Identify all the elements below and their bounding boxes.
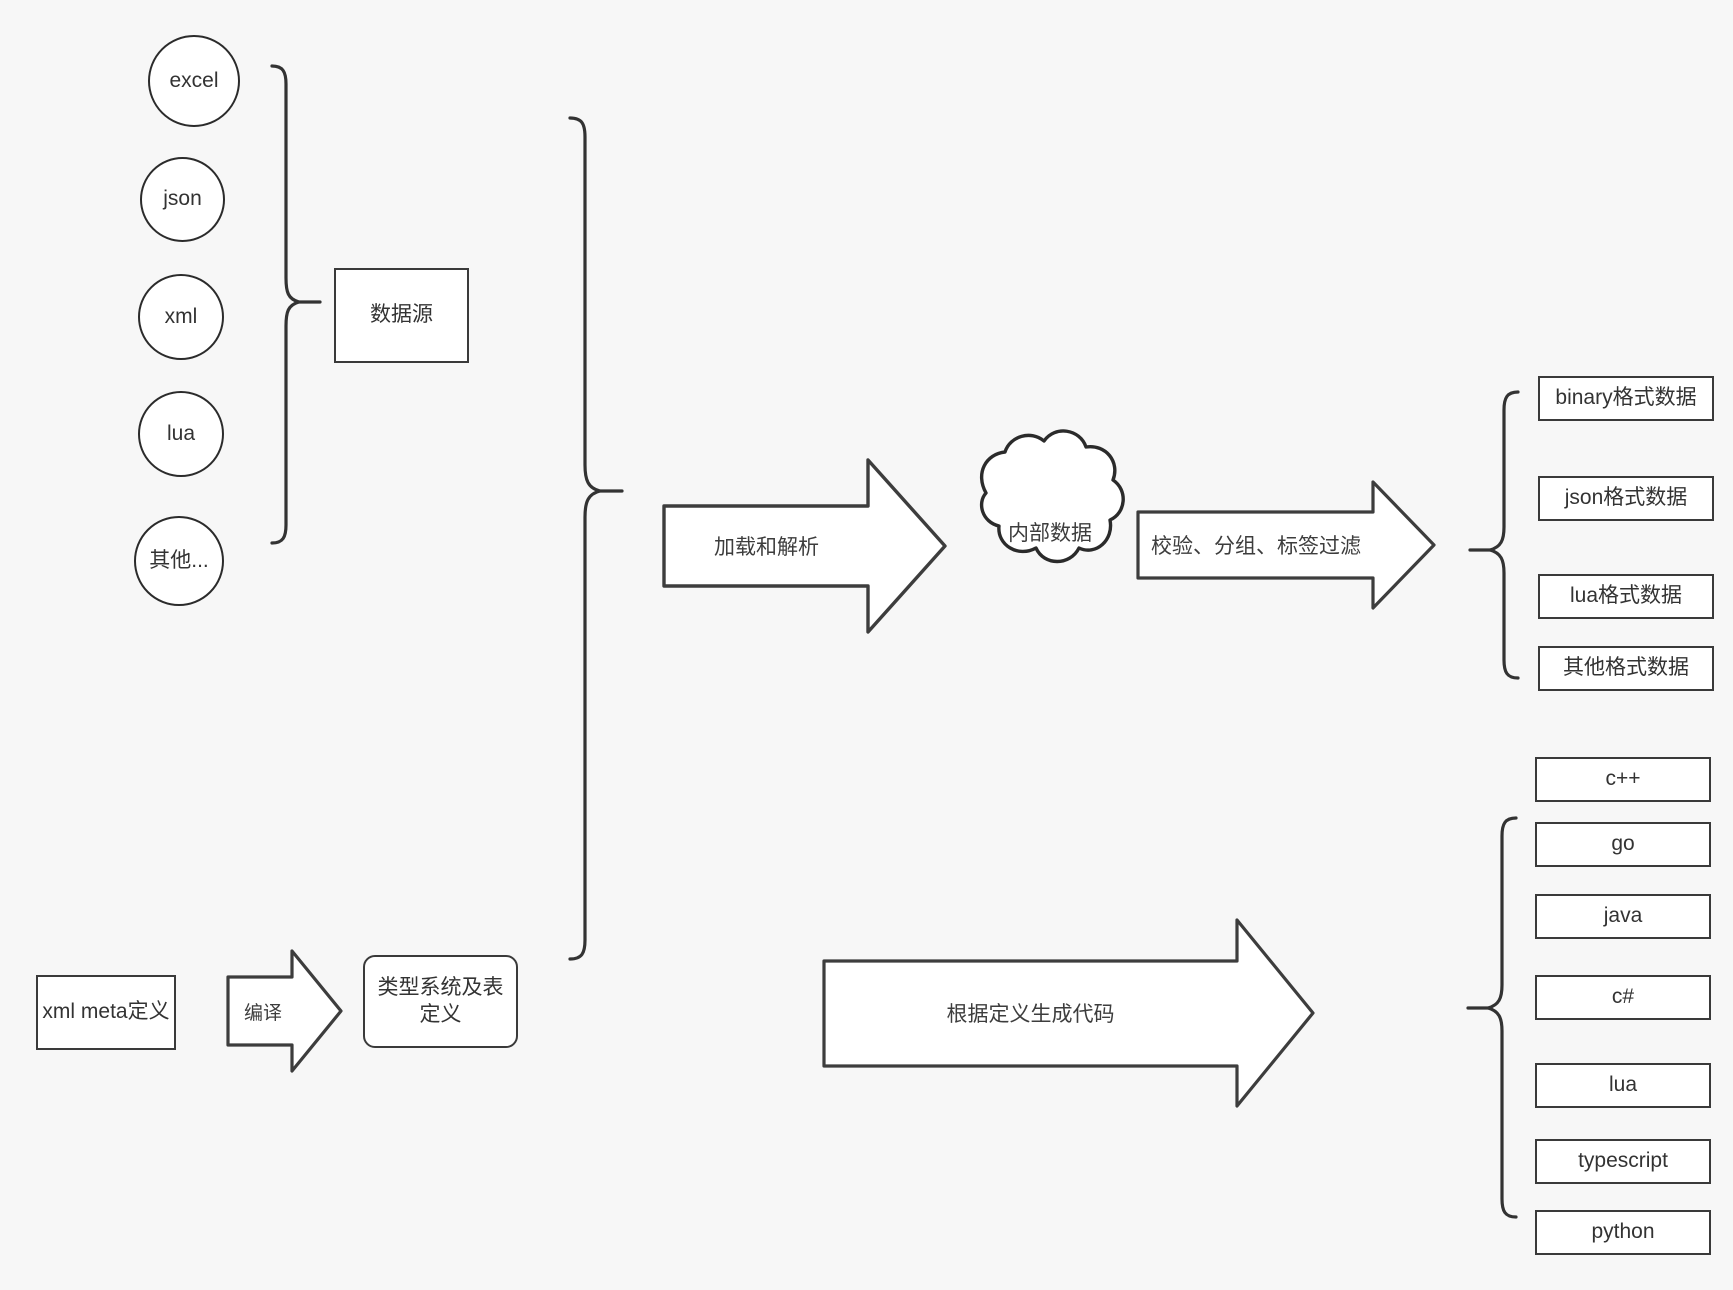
output-language-java[interactable]: java — [1535, 894, 1711, 939]
output-format-other[interactable]: 其他格式数据 — [1538, 646, 1714, 691]
data-source-label: 数据源 — [370, 303, 433, 327]
output-language-label: java — [1603, 904, 1643, 928]
codegen-arrow-label: 根据定义生成代码 — [946, 1003, 1115, 1026]
data-source-box[interactable]: 数据源 — [334, 268, 469, 363]
output-language-python[interactable]: python — [1535, 1210, 1711, 1255]
output-language-typescript[interactable]: typescript — [1535, 1139, 1711, 1184]
source-node-lua[interactable]: lua — [138, 391, 224, 477]
sources-brace — [270, 64, 301, 545]
output-format-label: 其他格式数据 — [1563, 656, 1689, 680]
source-node-json[interactable]: json — [140, 157, 225, 242]
output-language-cpp[interactable]: c++ — [1535, 757, 1711, 802]
source-label: excel — [169, 68, 219, 92]
source-node-xml[interactable]: xml — [138, 274, 224, 360]
type-system-box[interactable]: 类型系统及表定义 — [363, 955, 518, 1048]
output-format-label: lua格式数据 — [1569, 584, 1683, 608]
output-format-lua[interactable]: lua格式数据 — [1538, 574, 1714, 619]
output-language-lua[interactable]: lua — [1535, 1063, 1711, 1108]
output-language-go[interactable]: go — [1535, 822, 1711, 867]
xml-meta-box[interactable]: xml meta定义 — [36, 975, 176, 1050]
output-language-label: python — [1591, 1220, 1655, 1244]
output-format-label: binary格式数据 — [1555, 386, 1697, 410]
output-format-binary[interactable]: binary格式数据 — [1538, 376, 1714, 421]
output-format-json[interactable]: json格式数据 — [1538, 476, 1714, 521]
output-format-label: json格式数据 — [1564, 486, 1688, 510]
internal-data-label: 内部数据 — [1008, 522, 1092, 545]
output-language-label: typescript — [1578, 1149, 1668, 1173]
compile-arrow-label: 编译 — [243, 1002, 282, 1024]
source-node-excel[interactable]: excel — [148, 35, 240, 127]
pipeline-brace — [568, 116, 602, 961]
output-language-label: c++ — [1605, 767, 1641, 791]
source-node-other[interactable]: 其他... — [134, 516, 224, 606]
load-parse-arrow-label: 加载和解析 — [714, 536, 819, 559]
output-language-label: go — [1611, 832, 1635, 856]
source-label: xml — [164, 304, 198, 328]
type-system-label: 类型系统及表定义 — [377, 976, 504, 1026]
source-label: 其他... — [149, 548, 209, 572]
xml-meta-label: xml meta定义 — [42, 1000, 170, 1024]
source-label: json — [163, 187, 202, 211]
output-language-label: lua — [1608, 1073, 1638, 1097]
filter-arrow-label: 校验、分组、标签过滤 — [1151, 535, 1361, 558]
compile-arrow-label-wrap: 编译 — [228, 985, 298, 1037]
output-language-csharp[interactable]: c# — [1535, 975, 1711, 1020]
filter-arrow-label-wrap: 校验、分组、标签过滤 — [1138, 519, 1374, 571]
codegen-arrow-label-wrap: 根据定义生成代码 — [824, 987, 1237, 1039]
languages-brace — [1486, 816, 1518, 1219]
output-language-label: c# — [1611, 985, 1635, 1009]
load-parse-arrow-label-wrap: 加载和解析 — [664, 520, 869, 572]
internal-data-label-wrap: 内部数据 — [986, 512, 1114, 552]
source-label: lua — [166, 421, 196, 445]
data-formats-brace — [1488, 390, 1520, 680]
